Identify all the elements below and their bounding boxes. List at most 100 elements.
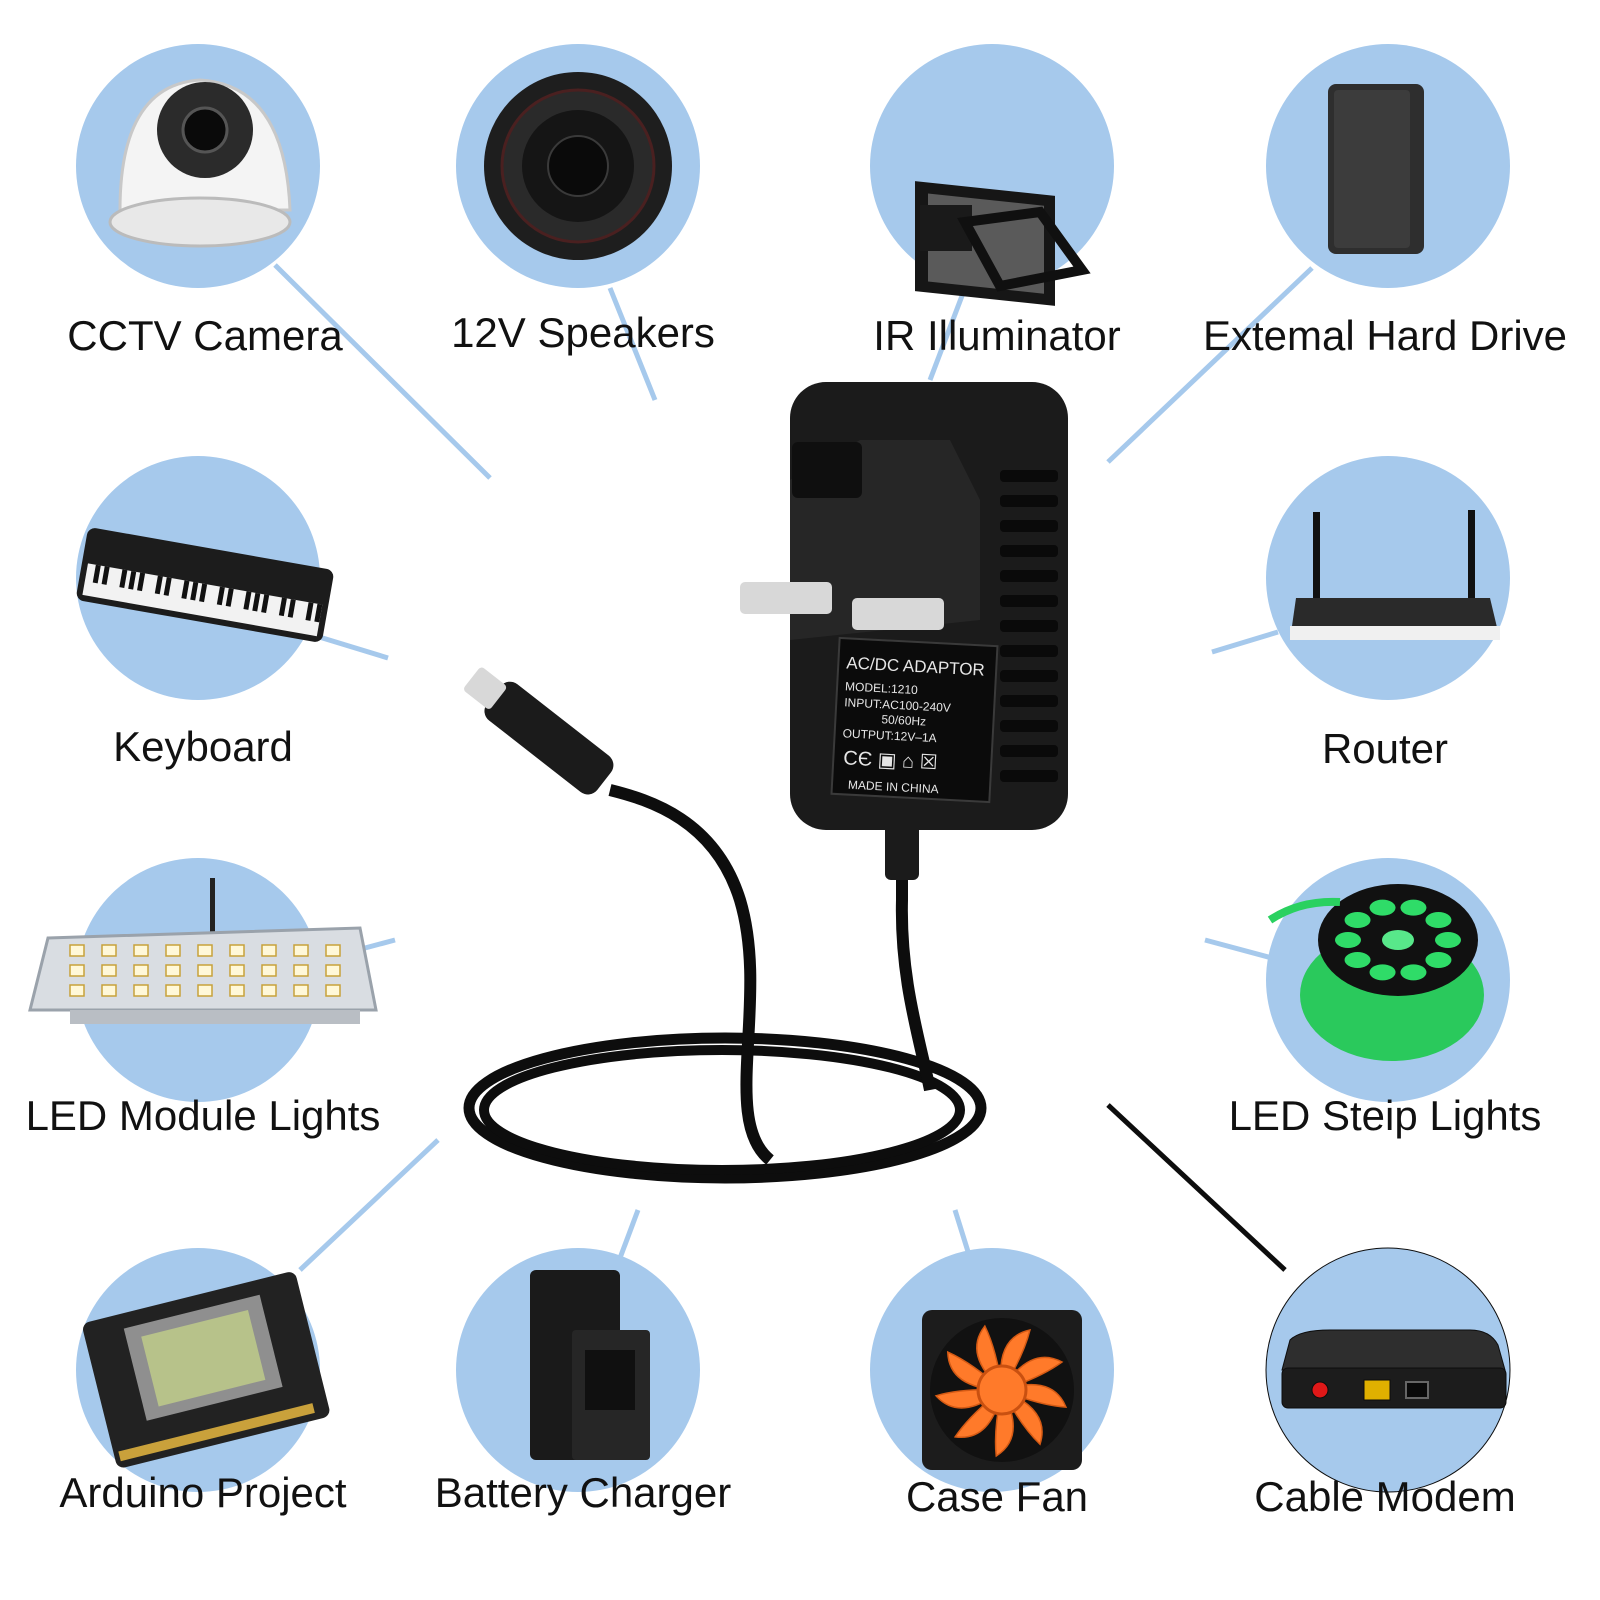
arduino-lcd-screen xyxy=(141,1309,266,1407)
led-chip xyxy=(133,964,149,977)
cable-coil-outer xyxy=(463,1032,987,1184)
external-hard-drive-connector-line xyxy=(1106,266,1314,464)
illuminator-bracket xyxy=(957,206,1091,292)
cctv-camera-label: CCTV Camera xyxy=(67,312,343,359)
led-chip xyxy=(229,964,245,977)
led-chip xyxy=(133,944,149,957)
router-antenna-left xyxy=(1313,512,1320,610)
led-strip-segment xyxy=(1425,912,1452,929)
keyboard-black-key xyxy=(252,592,261,612)
led-strip-segment xyxy=(1335,932,1361,948)
led-chip xyxy=(133,984,149,997)
keyboard-black-key xyxy=(154,575,163,595)
cable-to-plug xyxy=(608,784,775,1165)
cable-modem-connector-line xyxy=(1106,1103,1287,1272)
led-chip xyxy=(69,964,85,977)
arduino-project-label: Arduino Project xyxy=(59,1469,347,1516)
led-chip xyxy=(101,944,117,957)
led-strip-lights-connector-line xyxy=(1204,937,1273,961)
led-chip xyxy=(165,984,181,997)
cable-modem-icon xyxy=(1281,1329,1507,1409)
external-hard-drive-label: Extemal Hard Drive xyxy=(1202,312,1568,359)
battery-charger-connector-line xyxy=(617,1209,641,1259)
cable-modem-label: Cable Modem xyxy=(1254,1473,1516,1520)
case-fan-connector-line xyxy=(952,1209,973,1259)
led-chip xyxy=(325,964,341,977)
cable-coil-inner xyxy=(479,1045,965,1175)
adapter-vent-slot xyxy=(1000,495,1058,507)
adapter-strain-relief xyxy=(885,820,919,880)
router-front-panel xyxy=(1290,626,1500,640)
earth-prong xyxy=(792,442,862,498)
adapter-vent-slot xyxy=(1000,720,1058,732)
speaker-icon xyxy=(484,72,672,260)
keyboard-black-key xyxy=(181,580,190,599)
keyboard-black-key xyxy=(119,569,128,589)
adapter-vent-slot xyxy=(1000,695,1058,707)
cctv-camera-connector-line xyxy=(273,263,492,480)
adapter-vent-slot xyxy=(1000,670,1058,682)
led-chip xyxy=(229,984,245,997)
led-strip-segment xyxy=(1435,932,1461,948)
adapter-vent-slot xyxy=(1000,470,1058,482)
12v-speakers-connector-line xyxy=(607,287,658,401)
connector-lines xyxy=(273,263,1314,1272)
adapter-vents xyxy=(1000,470,1058,782)
led-strip-lights-label: LED Steip Lights xyxy=(1228,1092,1542,1139)
adapter-label-frequency: 50/60Hz xyxy=(881,712,926,728)
adapter-label-input: INPUT:AC100-240V xyxy=(844,695,951,715)
keyboard-black-key xyxy=(190,581,199,601)
led-chip xyxy=(293,944,309,957)
case-fan-label: Case Fan xyxy=(905,1473,1089,1520)
arduino-project-connector-line xyxy=(298,1138,440,1272)
keyboard-black-key xyxy=(278,597,287,617)
adapter-label-output: OUTPUT:12V–1A xyxy=(842,726,937,745)
adapter-vent-slot xyxy=(1000,595,1058,607)
led-chip xyxy=(325,944,341,957)
router-icon xyxy=(1290,510,1500,640)
keyboard-black-key xyxy=(199,583,208,603)
keyboard-black-key xyxy=(92,564,101,584)
adapter-label-origin: MADE IN CHINA xyxy=(848,778,939,797)
led-strip-reel-center xyxy=(1382,930,1414,950)
led-strip-loose-end xyxy=(1267,897,1341,924)
device-icons xyxy=(28,72,1507,1470)
led-chip xyxy=(293,984,309,997)
modem-power-button xyxy=(1311,1381,1329,1399)
led-chip xyxy=(261,984,277,997)
keyboard-black-key xyxy=(163,577,172,596)
fan-hub xyxy=(976,1364,1028,1416)
keyboard-connector-line xyxy=(315,633,389,661)
led-strip-icon xyxy=(1267,884,1484,1061)
adapter-vent-slot xyxy=(1000,520,1058,532)
case-fan-icon xyxy=(922,1310,1082,1470)
led-chip xyxy=(325,984,341,997)
adapter-vent-slot xyxy=(1000,745,1058,757)
adapter-label-plate xyxy=(830,636,999,804)
keyboard-black-key xyxy=(314,603,323,623)
led-module-lights-label: LED Module Lights xyxy=(25,1092,381,1139)
keyboard-black-key xyxy=(225,588,234,607)
adapter-vent-slot xyxy=(1000,645,1058,657)
hard-drive-icon xyxy=(1328,84,1424,254)
dome-camera-icon xyxy=(108,78,292,248)
live-prong xyxy=(740,582,832,614)
battery-charger-label: Battery Charger xyxy=(434,1469,732,1516)
led-strip-segment xyxy=(1344,951,1371,968)
led-strip-segments xyxy=(1335,899,1461,981)
adapter-label-model: MODEL:1210 xyxy=(845,679,919,697)
ce-mark-icon: CЄ ▣ ⌂ ☒ xyxy=(843,747,938,774)
keyboard-black-key xyxy=(216,586,225,606)
hard-drive-face xyxy=(1334,90,1410,248)
ir-illuminator-icon xyxy=(915,181,1091,306)
12v-speakers-label: 12V Speakers xyxy=(451,309,715,356)
led-strip-segment xyxy=(1400,899,1427,916)
modem-front xyxy=(1281,1367,1507,1409)
power-adapter: AC/DC ADAPTOR MODEL:1210 INPUT:AC100-240… xyxy=(463,382,1068,1184)
led-chip xyxy=(229,944,245,957)
led-chip xyxy=(101,964,117,977)
led-strip-segment xyxy=(1369,899,1396,916)
keyboard-black-key xyxy=(261,594,270,614)
led-module-wire xyxy=(210,878,215,934)
